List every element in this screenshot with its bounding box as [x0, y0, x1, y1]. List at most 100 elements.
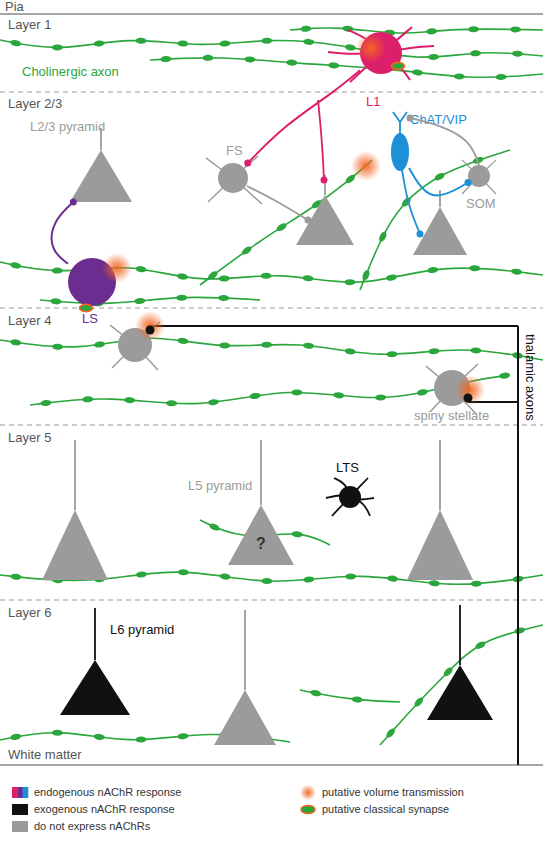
axon-varicosity: [303, 342, 315, 349]
legend-text: endogenous nAChR response: [34, 786, 181, 799]
axon-varicosity: [177, 733, 188, 740]
axon-varicosity: [135, 736, 146, 742]
axon-varicosity: [429, 580, 440, 587]
soma-outline: [228, 505, 294, 565]
cell-label: LTS: [336, 460, 359, 475]
lts-interneuron: LTS: [339, 486, 361, 508]
cholinergic-axon: [0, 40, 543, 57]
axon-varicosity: [82, 396, 93, 402]
layer-boundary: [0, 599, 543, 600]
layer-label: Layer 4: [8, 313, 51, 328]
axon-varicosity: [135, 38, 146, 44]
axon-varicosity: [300, 25, 311, 32]
soma-outline: [391, 133, 409, 171]
axon-varicosity: [177, 337, 189, 344]
axon-varicosity: [344, 279, 355, 285]
pyramidal-neuron: [427, 665, 493, 720]
pia-label: Pia: [5, 0, 24, 14]
axon-varicosity: [426, 28, 437, 35]
layer-label: Layer 6: [8, 605, 51, 620]
axon-varicosity: [10, 733, 22, 741]
apical-dendrite: [260, 440, 262, 505]
legend-swatch: [12, 787, 28, 798]
pia-line: [0, 13, 543, 15]
thalamic-terminal: [146, 326, 155, 335]
l1-axon: [318, 100, 324, 180]
apical-dendrite: [244, 610, 246, 690]
apical-dendrite: [74, 440, 76, 510]
pyramidal-neuron: [296, 195, 354, 245]
synaptic-terminal: [70, 199, 77, 206]
cholinergic-axon: [0, 338, 543, 360]
layer-label: Layer 2/3: [8, 96, 62, 111]
axon-varicosity: [375, 394, 386, 400]
axon-varicosity: [218, 295, 229, 301]
apical-dendrite: [439, 440, 441, 510]
axon-varicosity: [94, 341, 106, 348]
axon-varicosity: [93, 733, 105, 740]
ls-neuron: LS: [68, 258, 116, 306]
axon-varicosity: [387, 575, 399, 582]
axon-varicosity: [454, 73, 465, 80]
axon-varicosity: [413, 696, 425, 708]
cortical-layer: Layer 1L1: [0, 14, 543, 92]
apical-dendrite: [94, 608, 96, 660]
axon-varicosity: [427, 266, 439, 273]
axon-varicosity: [471, 580, 482, 587]
axon-varicosity: [52, 343, 63, 349]
chat-vip-interneuron: ChAT/VIP: [391, 133, 409, 171]
axon-varicosity: [291, 389, 302, 395]
cell-label: FS: [226, 143, 243, 158]
axon-varicosity: [361, 269, 371, 281]
fs-axon: [247, 186, 308, 220]
white-matter-line: [0, 764, 543, 766]
soma-shape: [339, 486, 361, 508]
pyramidal-neuron: L5 pyramid?: [228, 505, 294, 565]
axon-varicosity: [514, 626, 526, 635]
legend-item: endogenous nAChR response: [12, 786, 181, 799]
layer-boundary: [0, 424, 543, 425]
legend-swatch: [300, 787, 316, 798]
legend-item: do not express nAChRs: [12, 820, 150, 833]
apical-dendrite: [324, 175, 326, 195]
axon-varicosity: [166, 400, 177, 407]
synaptic-terminal: [244, 160, 251, 167]
axon-varicosity: [249, 392, 261, 400]
synaptic-terminal: [465, 179, 472, 186]
axon-label: thalamic axons: [523, 334, 538, 421]
cell-label: L1: [366, 94, 380, 109]
synaptic-terminal: [417, 231, 424, 238]
soma-shape: [228, 505, 294, 565]
white-matter-label: White matter: [8, 747, 82, 762]
soma-outline: [434, 370, 470, 406]
axon-varicosity: [219, 573, 231, 580]
cell-label: LS: [82, 311, 98, 326]
soma-shape: [391, 133, 409, 171]
neuron-soma: [118, 328, 152, 362]
volume-transmission-glow: [356, 33, 386, 63]
axon-varicosity: [470, 347, 481, 354]
vip-axon: [402, 170, 420, 234]
axon-varicosity: [512, 50, 523, 57]
soma-shape: [218, 163, 248, 193]
axon-varicosity: [208, 522, 220, 532]
axon-varicosity: [261, 273, 272, 279]
dendrite: [399, 122, 401, 133]
soma-shape: [68, 258, 116, 306]
axon-varicosity: [10, 261, 22, 269]
pyramidal-neuron: L6 pyramid: [60, 660, 130, 715]
axon-varicosity: [474, 640, 487, 651]
axon-varicosity: [470, 50, 481, 57]
cell-label: L2/3 pyramid: [30, 119, 105, 134]
axon-varicosity: [93, 40, 105, 47]
cholinergic-axon: [360, 150, 510, 290]
axon-varicosity: [160, 56, 171, 63]
classical-synapse: [80, 304, 93, 311]
synaptic-terminal: [407, 115, 414, 122]
axon-varicosity: [291, 531, 302, 538]
axon-varicosity: [40, 399, 52, 406]
legend-text: putative classical synapse: [322, 803, 449, 816]
cell-label: spiny stellate: [414, 408, 489, 423]
cholinergic-axon: [300, 690, 400, 702]
